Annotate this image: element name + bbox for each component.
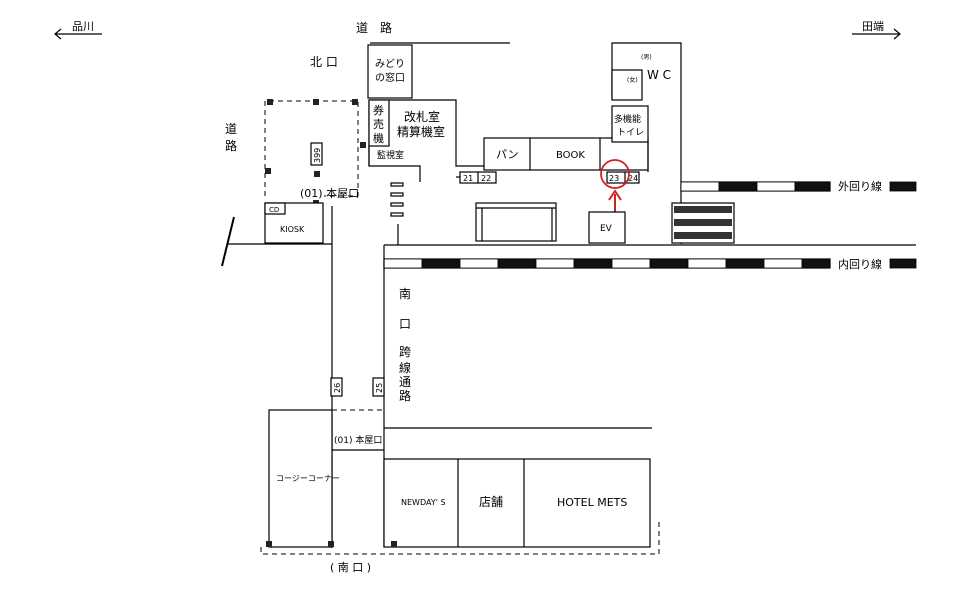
track-segment [687, 258, 727, 269]
north-exit-label: 北 口 [310, 55, 338, 69]
track-segment [763, 258, 803, 269]
road-left-label-2: 路 [225, 138, 237, 153]
gate-25-box [372, 377, 385, 397]
station-office-label-2: 精算機室 [397, 124, 445, 139]
track-segment [611, 258, 651, 269]
wc-label: W C [647, 68, 671, 82]
midori-window-label-1: みどり [375, 58, 405, 70]
north-plaza-outline [264, 100, 359, 197]
wc-female-label: (女) [627, 76, 638, 84]
track-segment [756, 181, 796, 192]
monitor-room-outline [368, 146, 421, 182]
south-corridor-label-5: 通 [399, 375, 411, 389]
direction-right-label: 田端 [862, 20, 884, 33]
south-corridor-label-2: 口 [399, 317, 411, 331]
gate-26-box [330, 377, 343, 397]
ticket-machine-label-3: 機 [373, 131, 384, 145]
south-exit-label: ( 南 口 ) [330, 561, 371, 574]
honya-exit-top-label: (01) 本屋口 [300, 186, 359, 200]
kiosk-label: KIOSK [280, 225, 305, 234]
midori-window-box [367, 44, 413, 99]
gate-26-label: 26 [333, 383, 342, 393]
track-segment [383, 258, 423, 269]
inner-line-label: 内回り線 [838, 257, 882, 271]
book-label: BOOK [556, 150, 585, 161]
left-wall-slash [221, 216, 235, 267]
ticket-machine-box [368, 99, 390, 147]
south-corridor-label-3: 跨 [399, 345, 411, 359]
stair-step [674, 206, 732, 213]
south-corridor-label-6: 路 [399, 388, 411, 403]
elevator-box [588, 211, 626, 244]
gate-21-label: 21 [463, 174, 473, 183]
stairs-left [475, 202, 557, 242]
gate-22-label: 22 [481, 174, 491, 183]
wc-female-box [611, 69, 643, 101]
hotel-label: HOTEL METS [557, 496, 627, 509]
track-segment [535, 258, 575, 269]
inner-track [383, 258, 831, 269]
track-segment [680, 181, 720, 192]
gate-24-label: 24 [628, 174, 638, 183]
newdays-label: NEWDAY' S [401, 498, 446, 507]
track-segment [573, 258, 613, 269]
track-segment [725, 258, 765, 269]
track-segment [497, 258, 537, 269]
outer-track [680, 181, 831, 192]
road-left-label-1: 道 [225, 122, 237, 136]
gate-23-label: 23 [609, 174, 619, 183]
cd-label: CD [269, 206, 279, 214]
midori-window-label-2: の窓口 [375, 71, 405, 84]
direction-left-label: 品川 [72, 20, 94, 33]
gate-23-24-box [606, 171, 640, 184]
coffee-corner-label: コージーコーナー [276, 474, 340, 483]
wc-male-label: (男) [641, 54, 652, 61]
south-shops-box [383, 458, 651, 548]
multi-toilet-label-1: 多機能 [614, 113, 641, 125]
direction-right: 田端 [852, 20, 901, 40]
office-outline [369, 99, 484, 167]
gate-399-label: 399 [313, 148, 322, 163]
track-segment [794, 181, 831, 192]
elevator-label: EV [600, 224, 613, 234]
station-office-label-1: 改札室 [404, 109, 440, 124]
track-segment [649, 258, 689, 269]
south-corridor-label-1: 南 [399, 286, 411, 301]
ticket-machine-label-1: 券 [373, 103, 384, 117]
ticket-machine-label-2: 売 [373, 118, 384, 131]
south-plaza-outline [260, 520, 660, 555]
bakery-label: パン [496, 148, 519, 161]
stairs-right [671, 202, 735, 244]
shop-label: 店舗 [479, 495, 503, 509]
monitor-room-label: 監視室 [377, 149, 404, 161]
track-segment [421, 258, 461, 269]
highlight-arrow-head [608, 189, 622, 201]
coffee-corner-box [268, 409, 333, 548]
south-corridor-label-4: 線 [399, 360, 411, 375]
cd-box [264, 202, 286, 215]
multi-toilet-box [611, 105, 649, 143]
corridor-markers [390, 182, 404, 217]
road-top-label: 道 路 [356, 20, 392, 35]
gate-399-box [310, 142, 323, 166]
stair-step [674, 219, 732, 226]
track-segment [459, 258, 499, 269]
plaza-pillars [265, 99, 366, 177]
outer-track-end [889, 181, 917, 192]
honya-exit-bottom-label: (01) 本屋口 [334, 434, 382, 446]
inner-track-end [889, 258, 917, 269]
highlight-circle [600, 159, 630, 189]
multi-toilet-label-2: トイレ [617, 128, 644, 138]
outer-line-label: 外回り線 [838, 179, 882, 193]
gate-25-label: 25 [375, 383, 384, 393]
direction-left: 品川 [54, 20, 102, 40]
track-segment [801, 258, 831, 269]
track-segment [718, 181, 758, 192]
stair-step [674, 232, 732, 239]
